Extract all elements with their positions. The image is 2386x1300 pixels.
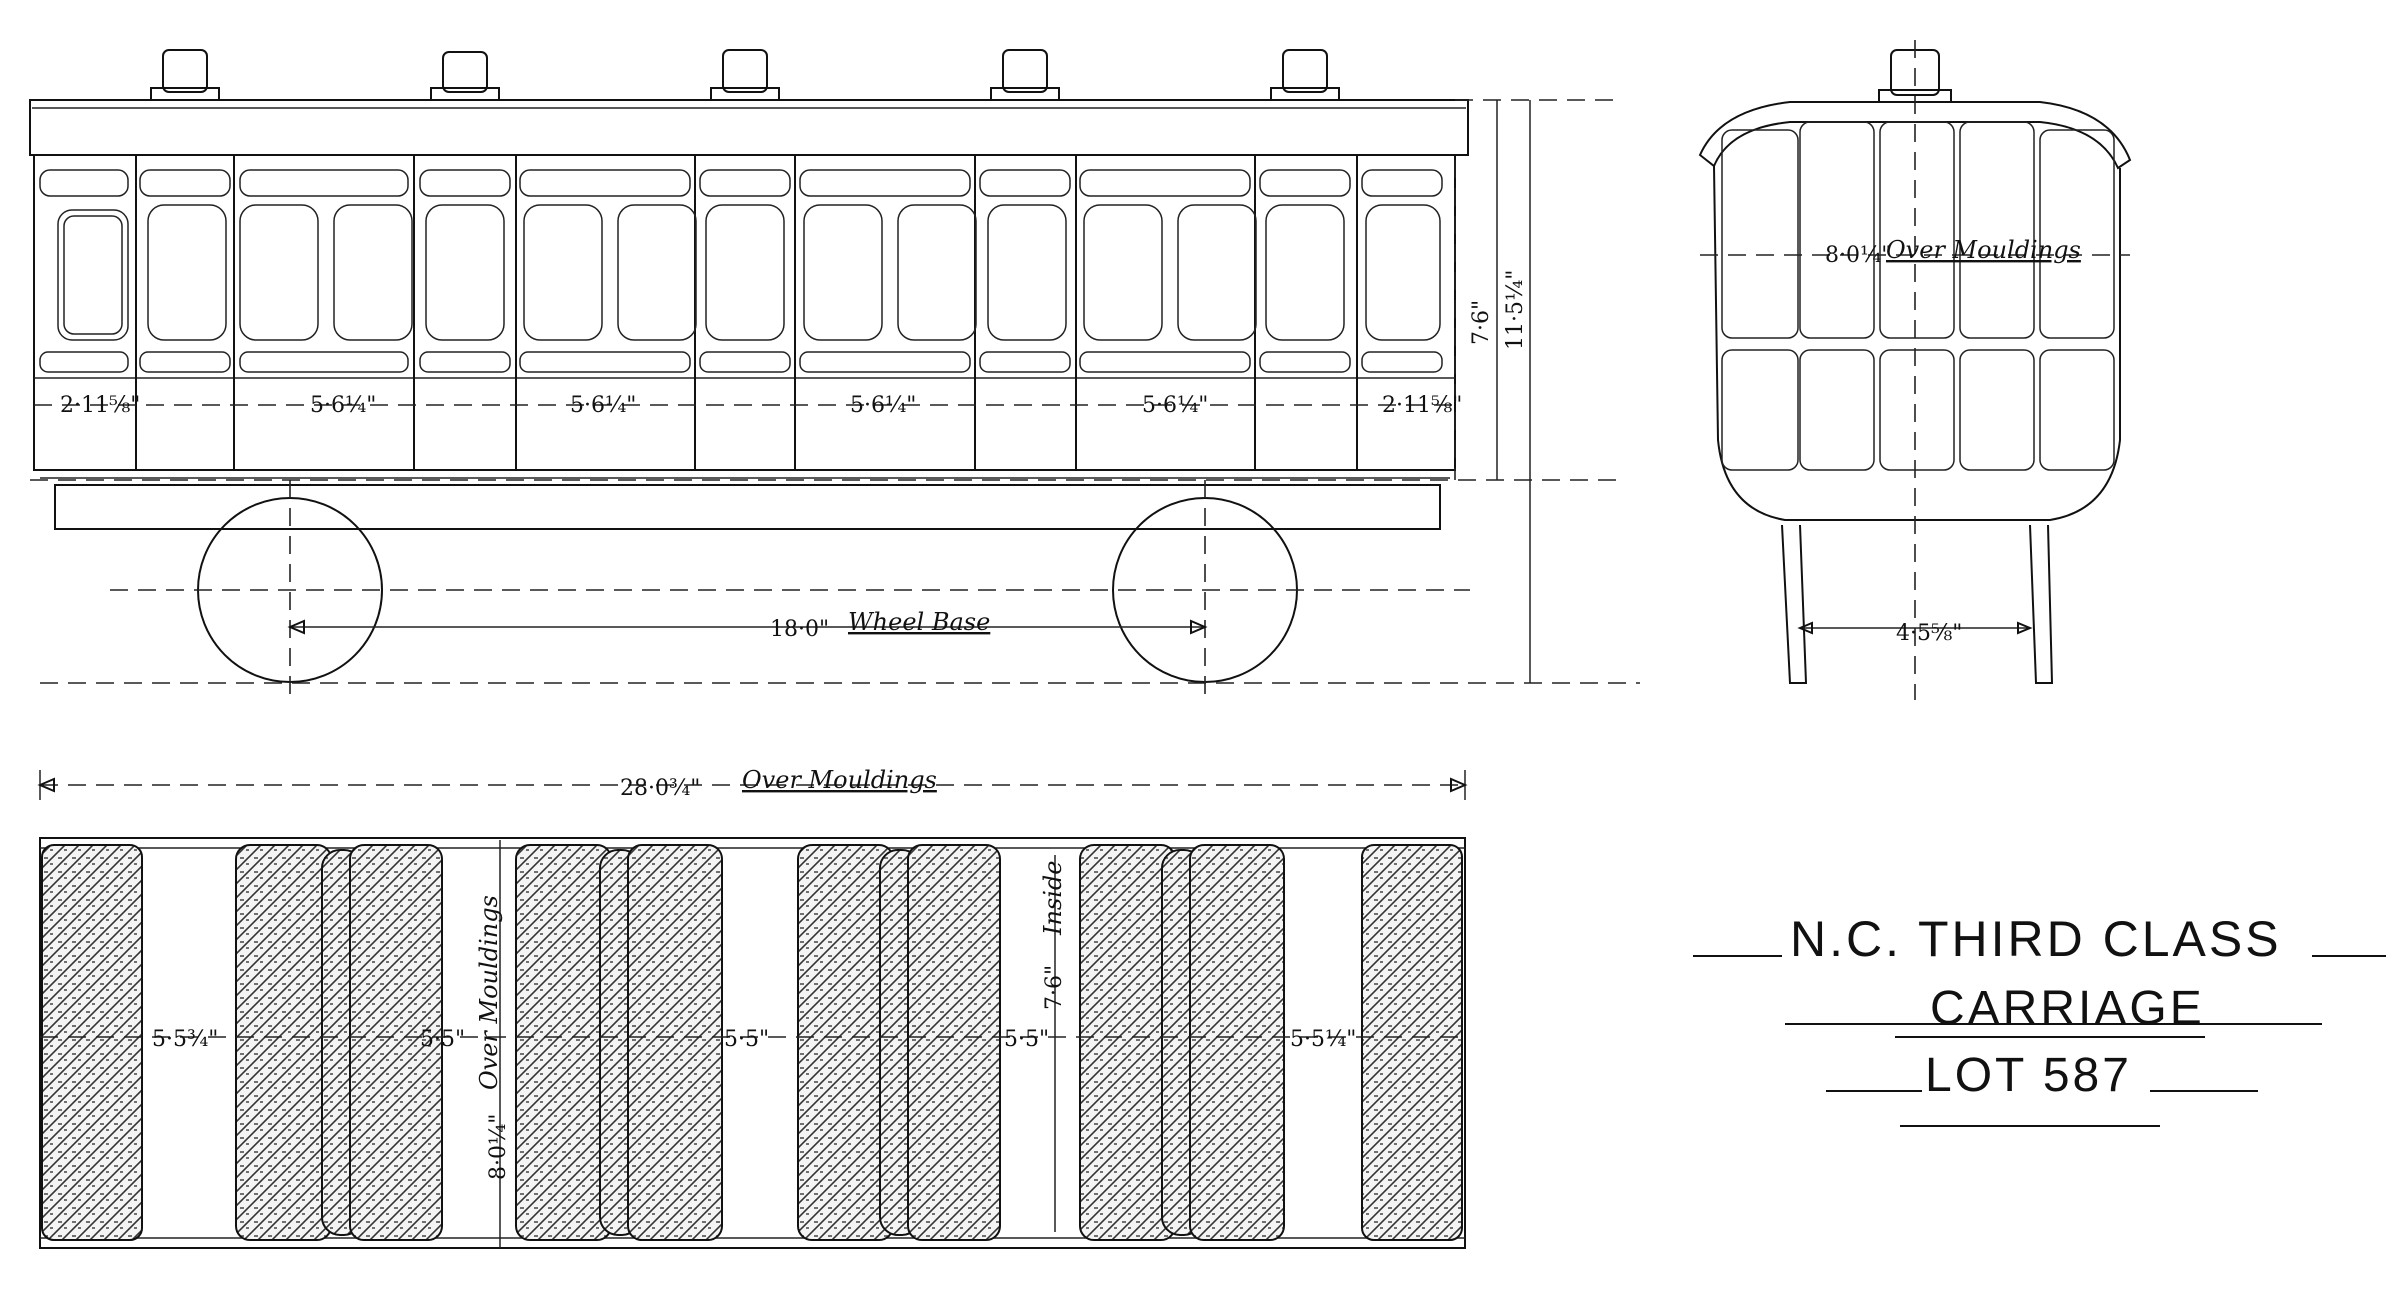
plan-inside-value: 7·6" [1042, 965, 1067, 1010]
plan-compartment-length: 5·5" [420, 1027, 465, 1052]
side-elevation: 2·11⅝" 5·6¼" 5·6¼" 5·6¼" 5·6¼" 2·11⅝" 18… [29, 49, 1640, 700]
plan-compartment-length: 5·5" [724, 1027, 769, 1052]
wheel-base-value: 18·0" [770, 617, 829, 642]
body-height: 7·6" [1469, 300, 1494, 345]
side-compartment-width: 5·6¼" [1142, 393, 1208, 418]
plan-view: 28·0¾" Over Mouldings 5·5¾" 5·5" 5·5" 5·… [37, 766, 1468, 1249]
title-line-2: CARRIAGE [1930, 982, 2205, 1035]
title-line-1: N.C. THIRD CLASS [1790, 911, 2282, 967]
wheel-base-label: Wheel Base [848, 608, 990, 636]
plan-length-label: Over Mouldings [742, 766, 937, 794]
plan-width-label: Over Mouldings [475, 895, 503, 1090]
end-width-label: Over Mouldings [1886, 236, 2081, 264]
seats [41, 844, 1463, 1241]
side-compartment-width: 5·6¼" [570, 393, 636, 418]
plan-compartment-length: 5·5¼" [1290, 1027, 1356, 1052]
side-compartment-width: 5·6¼" [310, 393, 376, 418]
side-compartment-width: 5·6¼" [850, 393, 916, 418]
overall-height: 11·5¼" [1503, 270, 1528, 350]
title-block: N.C. THIRD CLASS CARRIAGE LOT 587 [1693, 911, 2386, 1127]
end-width-value: 8·0¼" [1825, 243, 1891, 268]
side-windows [39, 169, 1443, 373]
end-elevation: 8·0¼" Over Mouldings 4·5⅝" [1698, 40, 2132, 700]
plan-inside-label: Inside [1039, 861, 1067, 937]
plan-compartment-length: 5·5" [1004, 1027, 1049, 1052]
plan-compartment-length: 5·5¾" [152, 1027, 218, 1052]
roof-lamps [150, 49, 1340, 101]
title-line-3: LOT 587 [1925, 1049, 2132, 1102]
plan-length-value: 28·0¾" [620, 776, 700, 801]
plan-width-value: 8·0¼" [486, 1114, 511, 1180]
gauge-value: 4·5⅝" [1896, 621, 1962, 646]
side-compartment-width: 2·11⅝" [1382, 393, 1462, 418]
side-compartment-width: 2·11⅝" [60, 393, 140, 418]
